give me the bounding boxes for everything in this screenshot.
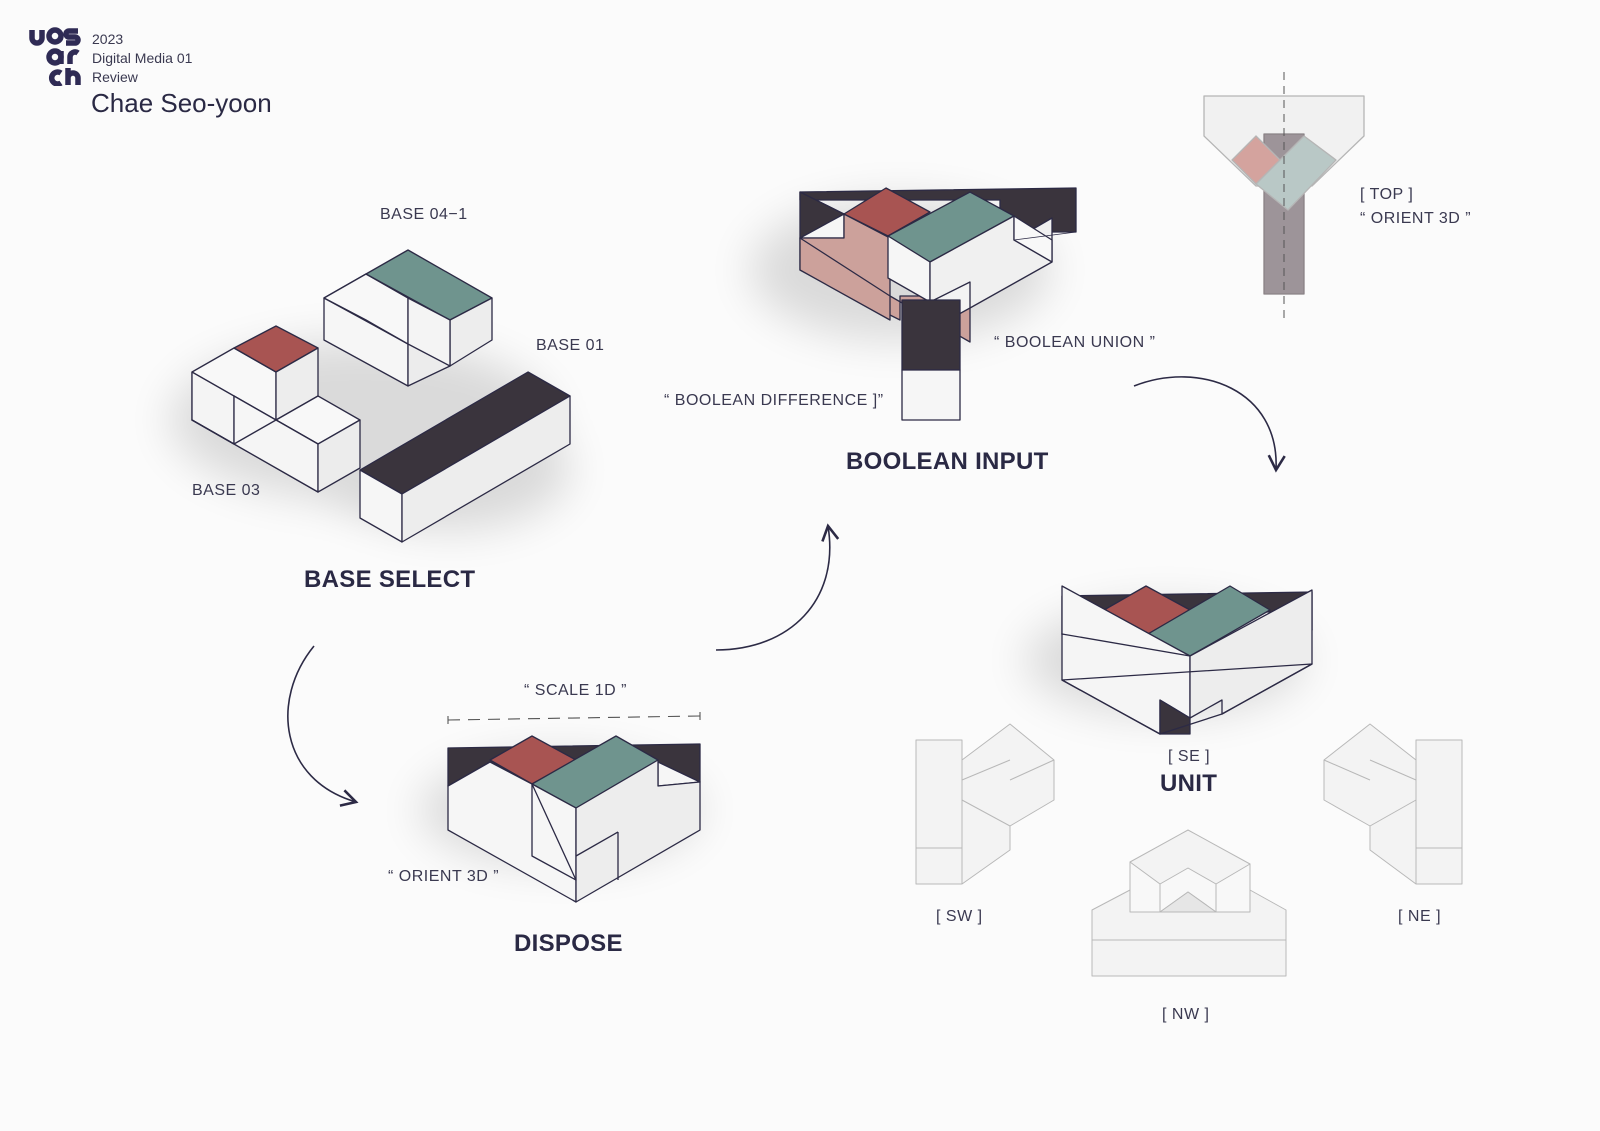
nw-view-drawing bbox=[1091, 829, 1287, 977]
top-view-drawing bbox=[1203, 72, 1365, 318]
label-orient-3d-top: “ ORIENT 3D ” bbox=[1360, 210, 1472, 227]
label-nw: [ NW ] bbox=[1162, 1006, 1210, 1023]
sw-view-drawing bbox=[915, 723, 1055, 885]
label-ne: [ NE ] bbox=[1398, 908, 1442, 925]
unit-se-block bbox=[1061, 585, 1313, 735]
label-sw: [ SW ] bbox=[936, 908, 983, 925]
ghost-views bbox=[915, 723, 1463, 977]
scale-dimension-line bbox=[447, 712, 701, 724]
header-author: Chae Seo-yoon bbox=[91, 88, 272, 118]
arrow-base-to-dispose bbox=[287, 645, 359, 807]
label-base-04-1: BASE 04−1 bbox=[380, 206, 468, 223]
label-base-03: BASE 03 bbox=[192, 482, 261, 499]
label-base-01: BASE 01 bbox=[536, 337, 605, 354]
label-orient-3d-dispose: “ ORIENT 3D ” bbox=[388, 868, 500, 885]
arrow-dispose-to-boolean bbox=[715, 523, 840, 651]
header-year: 2023 bbox=[92, 31, 124, 47]
label-se: [ SE ] bbox=[1168, 748, 1211, 765]
base-01-block bbox=[359, 371, 571, 543]
title-base-select: BASE SELECT bbox=[304, 566, 476, 593]
logo bbox=[28, 26, 84, 91]
header-review: Review bbox=[92, 69, 138, 85]
flow-arrows bbox=[287, 376, 1286, 807]
boolean-input-block bbox=[799, 187, 1077, 421]
label-scale-1d: “ SCALE 1D ” bbox=[524, 682, 627, 699]
title-dispose: DISPOSE bbox=[514, 930, 623, 957]
dispose-block bbox=[447, 735, 701, 903]
base-04-1-block bbox=[323, 249, 493, 387]
ne-view-drawing bbox=[1323, 723, 1463, 885]
label-top: [ TOP ] bbox=[1360, 186, 1414, 203]
uos-arch-logo-icon bbox=[29, 27, 81, 87]
header-course: Digital Media 01 bbox=[92, 50, 193, 66]
base-03-block bbox=[191, 325, 361, 493]
label-boolean-union: “ BOOLEAN UNION ” bbox=[994, 334, 1156, 351]
arrow-boolean-to-unit bbox=[1133, 376, 1286, 473]
label-boolean-difference: “ BOOLEAN DIFFERENCE ]” bbox=[664, 392, 884, 409]
title-boolean-input: BOOLEAN INPUT bbox=[846, 448, 1049, 475]
title-unit: UNIT bbox=[1160, 770, 1218, 797]
